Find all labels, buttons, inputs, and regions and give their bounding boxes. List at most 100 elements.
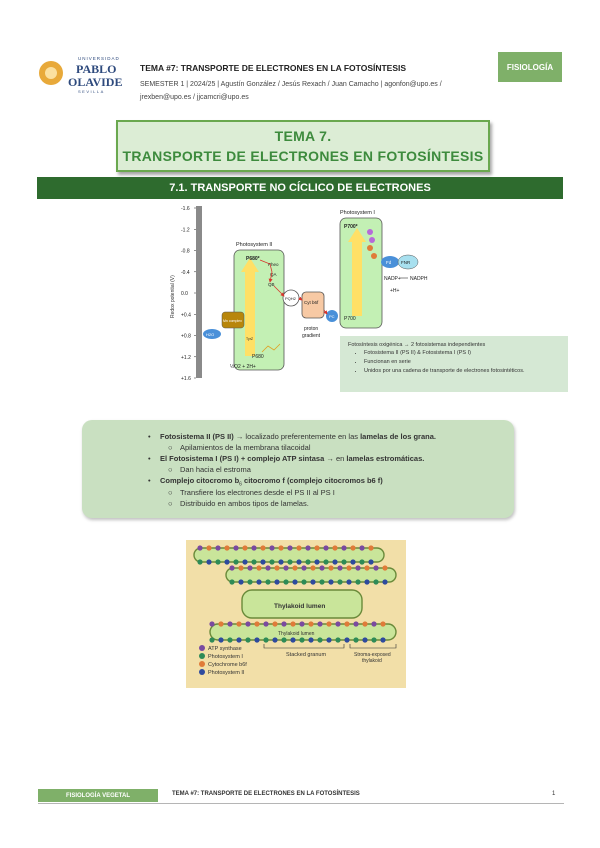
membrane-protein-dot [317, 637, 323, 643]
info-item-text: → en [324, 454, 347, 463]
membrane-protein-dot [206, 559, 212, 565]
info-item-text: → localizado preferentemente en las [233, 432, 361, 441]
circle-bullet-icon: ○ [168, 488, 173, 497]
bullet-icon: • [148, 432, 151, 441]
region-label: Stroma-exposed [354, 652, 391, 658]
info-item: • Complejo citocromo b6 citocromo f (com… [148, 476, 383, 488]
legend-label: ATP synthase [208, 646, 242, 652]
membrane-protein-dot [224, 559, 230, 565]
pc-label: PC [329, 314, 335, 319]
membrane-protein-dot [305, 545, 311, 551]
membrane-protein-dot [328, 565, 334, 571]
pq-label: PQH2 [285, 296, 297, 301]
membrane-protein-dot [290, 637, 296, 643]
lumen-label: Thylakoid lumen [274, 603, 325, 610]
membrane-protein-dot [350, 545, 356, 551]
info-item-term: lamelas estromáticas. [346, 454, 425, 463]
membrane-protein-dot [238, 579, 244, 585]
membrane-protein-dot [328, 579, 334, 585]
membrane-protein-dot [314, 545, 320, 551]
notes-list: Fotosistema II (PS II) & Fotosistema I (… [350, 349, 525, 376]
membrane-protein-dot [371, 637, 377, 643]
membrane-protein-dot [263, 637, 269, 643]
membrane-protein-dot [260, 545, 266, 551]
qa-label: QA [270, 272, 277, 277]
membrane-protein-dot [335, 621, 341, 627]
svg-text:OLAVIDE: OLAVIDE [68, 75, 122, 89]
membrane-protein-dot [319, 579, 325, 585]
membrane-protein-dot [335, 637, 341, 643]
svg-text:SEVILLA: SEVILLA [78, 89, 105, 94]
meta-line: SEMESTER 1 | 2024/25 | Agustín González … [140, 81, 442, 88]
legend-label: Photosystem II [208, 670, 245, 676]
notes-box: Fotosíntesis oxigénica → 2 fotosistemas … [340, 336, 568, 392]
list-item: Fotosistema II (PS II) & Fotosistema I (… [364, 349, 525, 358]
tyrz-label: TyrZ [246, 337, 254, 341]
bullet-icon: • [148, 454, 151, 463]
membrane-protein-dot [236, 621, 242, 627]
gradient-label-1: proton [304, 326, 318, 332]
y-axis-label: Redox potential (V) [170, 275, 176, 318]
membrane-protein-dot [242, 545, 248, 551]
membrane-protein-dot [254, 621, 260, 627]
membrane-protein-dot [350, 559, 356, 565]
y-tick-label: -1.6 [181, 206, 190, 212]
info-item-term: Fotosistema II (PS II) [160, 432, 234, 441]
membrane-protein-dot [260, 559, 266, 565]
region-label: thylakoid [362, 658, 382, 664]
membrane-protein-dot [251, 559, 257, 565]
membrane-protein-dot [256, 579, 262, 585]
y-ticks: -1.6-1.2-0.8-0.40.0+0.4+0.8+1.2+1.6 [181, 206, 196, 382]
membrane-protein-dot [274, 565, 280, 571]
info-item-term: El Fotosistema I (PS I) + complejo ATP s… [160, 454, 325, 463]
bullet-icon: • [148, 476, 151, 485]
document-title: TEMA #7: TRANSPORTE DE ELECTRONES EN LA … [140, 63, 407, 73]
h-plus-label: +H+ [390, 288, 400, 294]
section-heading: 7.1. TRANSPORTE NO CÍCLICO DE ELECTRONES [37, 177, 563, 199]
membrane-protein-dot [353, 637, 359, 643]
membrane-protein-dot [283, 579, 289, 585]
membrane-protein-dot [373, 565, 379, 571]
membrane-protein-dot [229, 579, 235, 585]
membrane-protein-dot [362, 637, 368, 643]
subject-tab: FISIOLOGÍA [498, 52, 562, 82]
membrane-protein-dot [269, 559, 275, 565]
membrane-protein-dot [323, 545, 329, 551]
region-label: Stacked granum [286, 652, 326, 658]
info-subitem: ○ Apilamientos de la membrana tilacoidal [168, 443, 311, 452]
membrane-protein-dot [317, 621, 323, 627]
y-tick-label: -0.4 [181, 270, 190, 276]
p680-label: P680 [252, 354, 264, 360]
membrane-protein-dot [227, 637, 233, 643]
membrane-protein-dot [332, 545, 338, 551]
legend-label: Cytochrome b6f [208, 662, 247, 668]
membrane-protein-dot [355, 565, 361, 571]
membrane-protein-dot [346, 579, 352, 585]
info-subitem-text: Distribuido en ambos tipos de lamelas. [180, 499, 309, 508]
p700-star-label: P700* [344, 224, 358, 230]
z-scheme-diagram: Redox potential (V) -1.6-1.2-0.8-0.40.0+… [170, 206, 428, 382]
membrane-protein-dot [247, 565, 253, 571]
membrane-protein-dot [344, 621, 350, 627]
membrane-proteins [197, 545, 388, 643]
membrane-protein-dot [209, 621, 215, 627]
membrane-protein-dot [368, 545, 374, 551]
membrane-protein-dot [362, 621, 368, 627]
membrane-protein-dot [245, 621, 251, 627]
membrane-protein-dot [323, 559, 329, 565]
membrane-protein-dot [233, 559, 239, 565]
info-subitem-text: Apilamientos de la membrana tilacoidal [180, 443, 311, 452]
membrane-protein-dot [382, 565, 388, 571]
membrane-protein-dot [283, 565, 289, 571]
membrane-protein-dot [326, 621, 332, 627]
membrane-protein-dot [292, 565, 298, 571]
membrane-protein-dot [287, 545, 293, 551]
membrane-protein-dot [326, 637, 332, 643]
mn-complex-label: Mn complex [223, 319, 242, 323]
meta-line: jrexben@upo.es / jjcamcri@upo.es [140, 94, 249, 101]
list-item: Funcionan en serie [364, 358, 525, 367]
membrane-protein-dot [299, 637, 305, 643]
thylakoid-figure: Thylakoid lumen Thylakoid lumen ATP synt… [186, 540, 406, 688]
membrane-protein-dot [281, 621, 287, 627]
info-subitem-text: Transfiere los electrones desde el PS II… [180, 488, 335, 497]
